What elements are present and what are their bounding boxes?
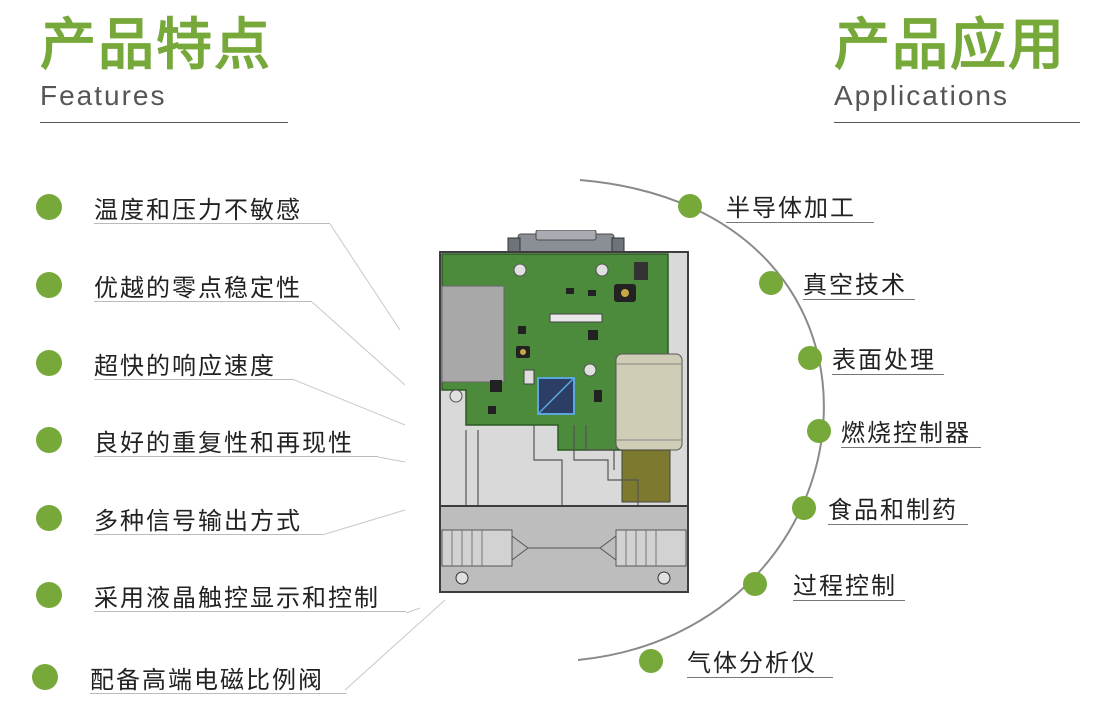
bullet-dot-icon (759, 271, 783, 295)
bullet-dot-icon (639, 649, 663, 673)
application-underline (687, 677, 833, 678)
applications-heading: 产品应用 Applications (834, 14, 1080, 123)
feature-underline (94, 534, 322, 535)
connector-line (377, 456, 406, 463)
application-label: 燃烧控制器 (841, 419, 971, 447)
application-label: 过程控制 (793, 572, 897, 600)
feature-underline (94, 301, 312, 302)
applications-subtitle: Applications (834, 80, 1009, 111)
application-underline (726, 222, 874, 223)
feature-underline (94, 456, 378, 457)
feature-underline (94, 611, 406, 612)
feature-label: 配备高端电磁比例阀 (90, 666, 324, 694)
bullet-dot-icon (36, 272, 62, 298)
feature-label: 温度和压力不敏感 (94, 196, 302, 224)
bullet-dot-icon (36, 350, 62, 376)
features-divider (40, 122, 288, 123)
connector-line (405, 607, 421, 614)
connector-line (311, 301, 406, 386)
application-underline (828, 524, 968, 525)
application-underline (841, 447, 981, 448)
application-label: 气体分析仪 (687, 649, 817, 677)
feature-underline (94, 379, 292, 380)
device-illustration (439, 230, 689, 593)
bullet-dot-icon (32, 664, 58, 690)
bullet-dot-icon (36, 505, 62, 531)
feature-label: 超快的响应速度 (94, 352, 276, 380)
connector-line (321, 509, 406, 536)
bullet-dot-icon (678, 194, 702, 218)
feature-label: 多种信号输出方式 (94, 507, 302, 535)
application-underline (832, 374, 944, 375)
feature-label: 采用液晶触控显示和控制 (94, 584, 380, 612)
features-heading: 产品特点 Features (40, 14, 288, 123)
applications-title: 产品应用 (834, 13, 1066, 78)
application-label: 半导体加工 (726, 194, 856, 222)
bullet-dot-icon (36, 194, 62, 220)
feature-underline (94, 223, 330, 224)
bullet-dot-icon (743, 572, 767, 596)
connector-line (329, 223, 401, 331)
feature-label: 优越的零点稳定性 (94, 274, 302, 302)
application-underline (793, 600, 905, 601)
bullet-dot-icon (792, 496, 816, 520)
application-underline (803, 299, 915, 300)
bullet-dot-icon (807, 419, 831, 443)
feature-label: 良好的重复性和再现性 (94, 429, 354, 457)
application-label: 真空技术 (803, 271, 907, 299)
application-label: 食品和制药 (828, 496, 958, 524)
bullet-dot-icon (36, 427, 62, 453)
applications-divider (834, 122, 1080, 123)
application-label: 表面处理 (832, 346, 936, 374)
bullet-dot-icon (798, 346, 822, 370)
features-subtitle: Features (40, 80, 167, 111)
connector-line (344, 599, 446, 691)
features-title: 产品特点 (40, 13, 272, 78)
bullet-dot-icon (36, 582, 62, 608)
connector-line (291, 378, 406, 426)
feature-underline (90, 693, 346, 694)
